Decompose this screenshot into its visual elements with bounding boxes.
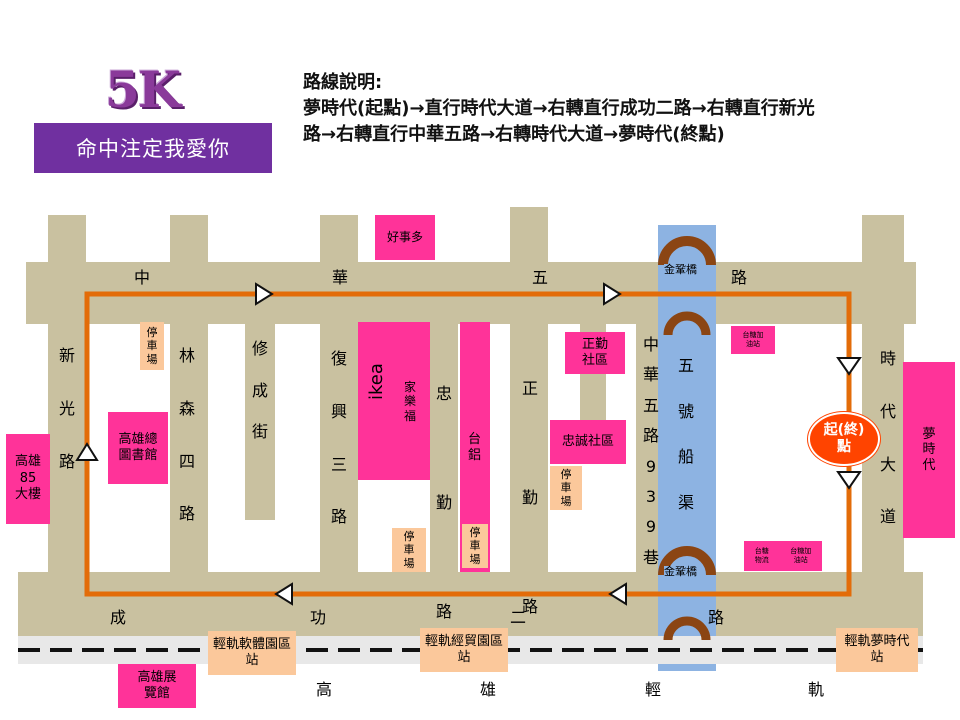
exhibition-label: 高雄展覽館 [137,669,177,701]
parking-label: 停車場 [403,530,415,570]
road-label: 路 [731,268,748,287]
route-subtitle: 命中注定我愛你 [34,123,272,173]
dream-mall-label: 夢時代 [922,426,936,473]
place-zhongcheng-community: 忠誠社區 [550,420,626,464]
place-zhengqin-community: 正勤社區 [565,332,625,374]
bridge-arch-icon [658,546,716,576]
road-label: 路 [708,608,725,627]
road-label-zhengqin: 正勤路 [522,379,539,616]
road-label: 功 [310,608,327,627]
road-stub [320,215,358,265]
route-title: 5K [105,60,181,119]
direction-arrow-icon [75,442,99,461]
start-finish-label: 起(終)點 [823,422,865,455]
road-zhongqin [430,262,458,640]
rail-label: 軌 [808,680,825,699]
road-label-fuxing3: 復興三路 [331,349,348,527]
rail-label: 雄 [480,680,497,699]
route-desc-line1: 夢時代(起點)→直行時代大道→右轉直行成功二路→右轉直行新光 [303,98,815,119]
logistics-label: 台糖物流 [754,547,769,564]
bridge-arch-icon [663,311,711,336]
direction-arrow-icon [255,282,274,306]
direction-arrow-icon [274,582,293,606]
tsann-kuen-label: 台鋁 [468,432,482,463]
direction-arrow-icon [836,357,862,376]
station-label: 輕軌夢時代站 [844,634,910,665]
place-tower85: 高雄85大樓 [6,434,50,524]
road-label-zhongqin: 忠勤路 [436,384,453,621]
road-fuxing3 [320,262,358,640]
rail-label: 高 [316,680,333,699]
parking-lot: 停車場 [392,528,426,572]
road-label: 中 [134,268,151,287]
station-dream-mall: 輕軌夢時代站 [836,628,918,672]
road-stub [862,215,904,265]
bridge-arch-icon [658,236,716,266]
road-stub [170,215,208,265]
canal-label: 五號船渠 [678,356,695,512]
bridge-label: 金鞏橋 [664,565,697,578]
canal-5 [658,225,716,671]
road-stub [48,215,86,265]
parking-label: 停車場 [560,468,572,508]
zhengqin-community-label: 正勤社區 [582,336,609,368]
route-desc-line2: 路→右轉直行中華五路→右轉時代大道→夢時代(終點) [303,124,725,145]
gas-station-label: 台糖加油站 [790,547,812,564]
road-stub [510,207,548,265]
route-description: 路線說明: 夢時代(起點)→直行時代大道→右轉直行成功二路→右轉直行新光 路→右… [303,70,943,148]
road-label: 成 [110,608,127,627]
bridge-arch-icon [663,616,711,641]
station-label: 輕軌軟體園區站 [213,637,292,668]
direction-arrow-icon [603,282,622,306]
rail-label: 輕 [645,680,662,699]
direction-arrow-icon [836,471,862,490]
road-label-xinguang: 新光路 [59,346,76,471]
route-desc-heading: 路線說明: [303,72,383,93]
place-gas-station: 台糖加油站 [731,326,775,354]
road-zhengqin [510,262,548,640]
station-label: 輕軌經貿園區站 [425,634,504,665]
station-software-park: 輕軌軟體園區站 [208,631,296,675]
road-label: 華 [332,268,349,287]
carrefour-label: 家樂福 [404,380,417,423]
place-library: 高雄總圖書館 [108,412,168,484]
place-sugar-logistics: 台糖物流 台糖加油站 [744,541,822,571]
road-label: 五 [532,268,549,287]
start-finish-marker: 起(終)點 [808,412,880,466]
road-label-linsen4: 林森四路 [179,346,196,524]
parking-lot: 停車場 [550,466,582,510]
parking-label: 停車場 [469,526,481,566]
place-dream-mall: 夢時代 [903,362,955,538]
ikea-label: ikea [366,363,387,400]
place-ikea-carrefour: ikea 家樂福 [358,322,430,480]
gas-station-label: 台糖加油站 [742,331,764,348]
place-haoshiduo: 好事多 [375,215,435,260]
road-xiucheng [245,262,275,520]
road-linsen4 [170,262,208,640]
place-exhibition-center: 高雄展覽館 [118,664,196,708]
road-label: 二 [510,608,527,627]
direction-arrow-icon [608,582,627,606]
road-label-xiucheng: 修成街 [252,339,269,442]
station-trade-park: 輕軌經貿園區站 [420,628,508,672]
parking-label: 停車場 [146,326,158,366]
road-xinguang [48,262,86,640]
parking-lot: 停車場 [140,322,164,370]
bridge-label: 金鞏橋 [664,263,697,276]
library-label: 高雄總圖書館 [118,431,158,463]
road-label-shidai: 時代大道 [880,349,897,527]
road-label-lane939: 中華五路939巷 [643,335,660,567]
parking-lot: 停車場 [462,524,488,568]
tower85-label: 高雄85大樓 [15,453,42,503]
